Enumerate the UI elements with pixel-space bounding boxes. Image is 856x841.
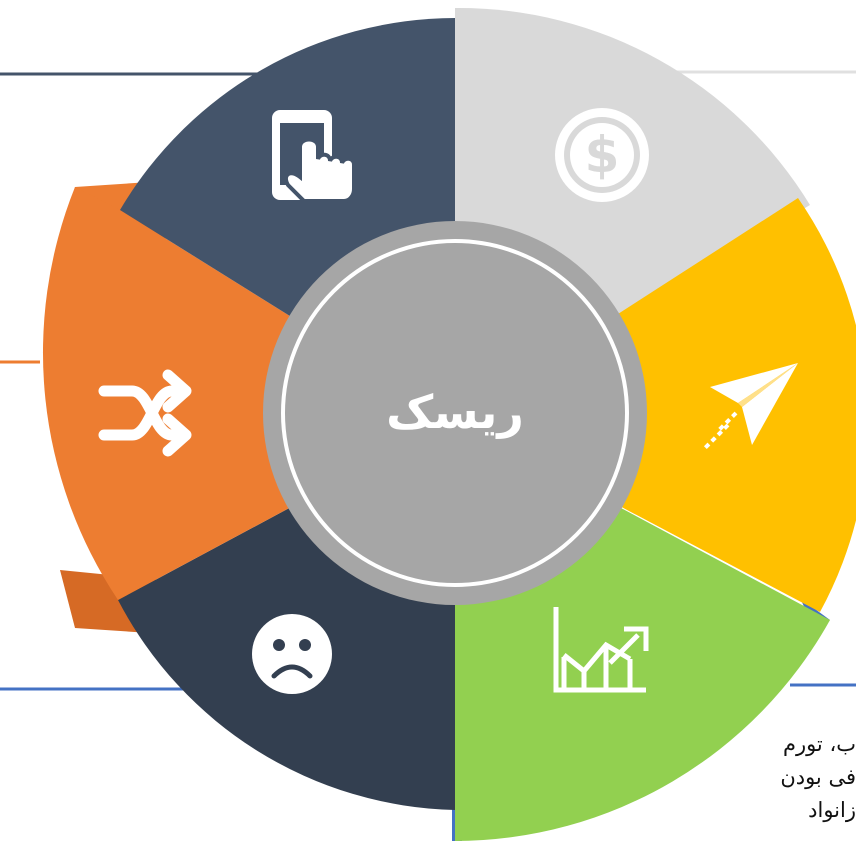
svg-text:$: $: [585, 126, 620, 184]
touch-phone-icon: [272, 110, 356, 203]
paper-plane-icon: [702, 363, 798, 451]
center-title: ریسک: [386, 385, 524, 439]
segment-shuffle: [42, 187, 455, 600]
dollar-coin-icon: $: [555, 108, 649, 202]
chart-growth-icon: [553, 607, 649, 693]
segment-paper-plane: [455, 198, 856, 612]
side-text-line-2: فی بودن: [780, 765, 856, 789]
shuffle-icon: [98, 369, 192, 457]
side-text-line-1: ب، تورم: [782, 732, 856, 756]
sad-face-icon: [252, 614, 332, 694]
side-text-line-3: زانواد: [808, 798, 856, 822]
center-white-ring: [281, 239, 629, 587]
center-inner-disc: [286, 244, 624, 582]
